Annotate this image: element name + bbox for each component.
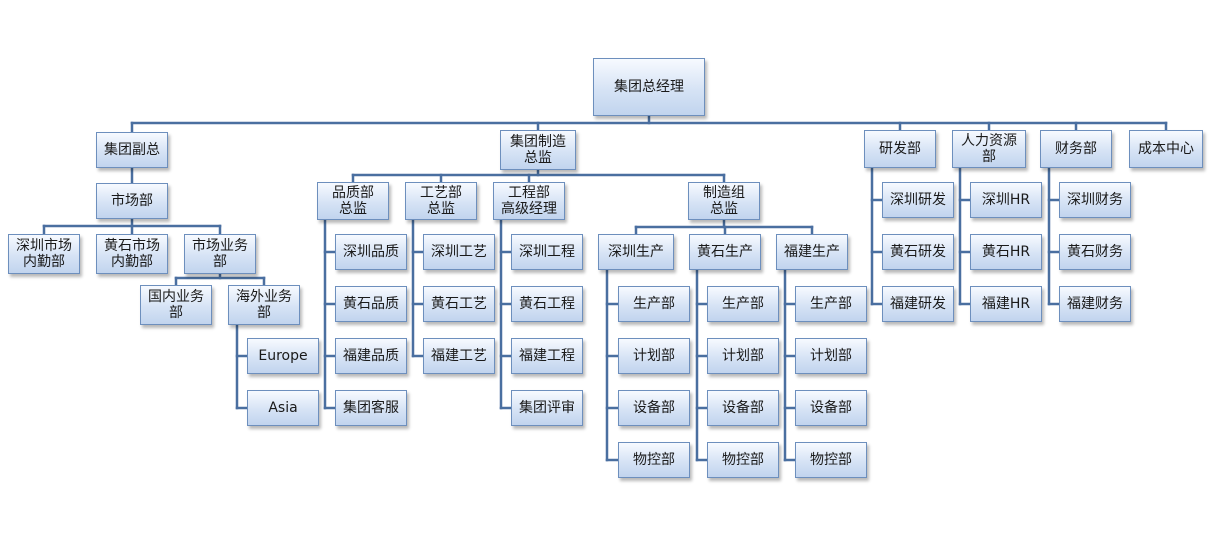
box-sz-fin: 深圳财务 [1059, 182, 1131, 218]
box-asia: Asia [247, 390, 319, 426]
box-hs-eng: 黄石工程 [511, 286, 583, 322]
box-rnd: 研发部 [864, 130, 936, 168]
box-hr: 人力资源 部 [952, 130, 1026, 168]
box-fj-eng: 福建工程 [511, 338, 583, 374]
box-fj-planning: 计划部 [795, 338, 867, 374]
box-sz-planning: 计划部 [618, 338, 690, 374]
box-domestic: 国内业务 部 [140, 285, 212, 325]
box-hs-material: 物控部 [707, 442, 779, 478]
box-marketing: 市场部 [96, 183, 168, 219]
box-sz-rnd: 深圳研发 [882, 182, 954, 218]
box-quality-dir: 品质部 总监 [317, 182, 389, 220]
box-fj-hr: 福建HR [970, 286, 1042, 322]
box-overseas: 海外业务 部 [228, 285, 300, 325]
box-fj-rnd: 福建研发 [882, 286, 954, 322]
box-sz-hr: 深圳HR [970, 182, 1042, 218]
box-hs-process: 黄石工艺 [423, 286, 495, 322]
box-hs-market: 黄石市场 内勤部 [96, 234, 168, 274]
box-hs-quality: 黄石品质 [335, 286, 407, 322]
box-hs-rnd: 黄石研发 [882, 234, 954, 270]
box-sz-material: 物控部 [618, 442, 690, 478]
box-hs-equipment: 设备部 [707, 390, 779, 426]
box-sz-equipment: 设备部 [618, 390, 690, 426]
box-fj-fin: 福建财务 [1059, 286, 1131, 322]
box-hs-fin: 黄石财务 [1059, 234, 1131, 270]
box-sz-market: 深圳市场 内勤部 [8, 234, 80, 274]
box-fj-quality: 福建品质 [335, 338, 407, 374]
box-sz-prod: 深圳生产 [598, 234, 674, 270]
box-hs-hr: 黄石HR [970, 234, 1042, 270]
box-sz-quality: 深圳品质 [335, 234, 407, 270]
box-europe: Europe [247, 338, 319, 374]
box-ceo: 集团总经理 [593, 58, 705, 116]
box-fj-production: 生产部 [795, 286, 867, 322]
box-sz-production: 生产部 [618, 286, 690, 322]
box-hs-production: 生产部 [707, 286, 779, 322]
box-process-dir: 工艺部 总监 [405, 182, 477, 220]
box-eng-mgr: 工程部 高级经理 [493, 182, 565, 220]
box-hs-prod: 黄石生产 [689, 234, 761, 270]
box-cost-center: 成本中心 [1129, 130, 1203, 168]
box-manufacturing: 集团制造 总监 [500, 130, 576, 170]
box-group-review: 集团评审 [511, 390, 583, 426]
box-sz-process: 深圳工艺 [423, 234, 495, 270]
box-fj-prod: 福建生产 [776, 234, 848, 270]
box-hs-planning: 计划部 [707, 338, 779, 374]
box-sz-eng: 深圳工程 [511, 234, 583, 270]
box-fj-equipment: 设备部 [795, 390, 867, 426]
box-finance: 财务部 [1040, 130, 1112, 168]
box-vp: 集团副总 [96, 132, 168, 168]
box-fj-material: 物控部 [795, 442, 867, 478]
box-group-cs: 集团客服 [335, 390, 407, 426]
box-market-biz: 市场业务 部 [184, 234, 256, 274]
box-fj-process: 福建工艺 [423, 338, 495, 374]
box-mfg-dir: 制造组 总监 [688, 182, 760, 220]
